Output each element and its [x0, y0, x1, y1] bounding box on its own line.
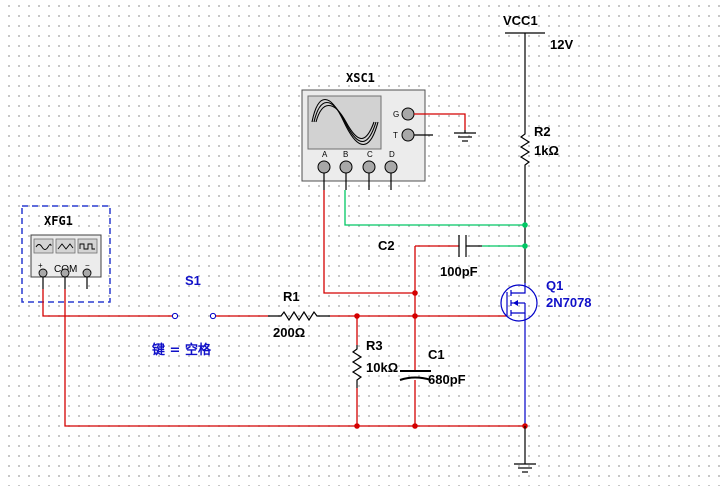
- sine-wave-button[interactable]: [33, 238, 54, 254]
- channel-b-terminal[interactable]: [339, 160, 353, 174]
- xfg-output-wire[interactable]: [42, 289, 172, 317]
- oscilloscope-xsc1[interactable]: XSC1 G T A B C D: [301, 71, 433, 190]
- switch-s1[interactable]: S1 键 = 空格: [151, 273, 217, 358]
- green-wire-scope-b[interactable]: [344, 190, 525, 226]
- junction-dot: [522, 222, 528, 228]
- function-generator-xfg1[interactable]: XFG1 + COM −: [21, 205, 111, 303]
- channel-a-label: A: [322, 150, 328, 159]
- r2-body: [519, 118, 531, 205]
- junction-dot: [412, 423, 418, 429]
- channel-d-label: D: [389, 150, 395, 159]
- q1-arrow-icon: [513, 300, 518, 306]
- xfg-ref: XFG1: [44, 214, 73, 228]
- resistor-r1[interactable]: R1 200Ω: [268, 289, 330, 340]
- channel-c-label: C: [367, 150, 373, 159]
- mosfet-q1[interactable]: Q1 2N7078: [500, 278, 592, 322]
- ground-symbol-icon: [514, 463, 536, 473]
- scope-ground-wire[interactable]: [414, 113, 466, 130]
- channel-c-terminal[interactable]: [362, 160, 376, 174]
- s1-key-hint: 键 = 空格: [151, 342, 212, 358]
- vcc-supply[interactable]: VCC1 12V: [503, 13, 573, 118]
- square-wave-button[interactable]: [77, 238, 98, 254]
- triangle-wave-icon: [57, 243, 74, 250]
- terminal-g-label: G: [393, 110, 399, 119]
- ground-return-wire[interactable]: [64, 289, 525, 427]
- s1-contact: [209, 312, 217, 320]
- xfg-com-terminal[interactable]: [60, 268, 70, 278]
- vcc-ref: VCC1: [503, 13, 538, 28]
- r3-ref: R3: [366, 338, 383, 353]
- capacitor-c1[interactable]: C1 680pF: [399, 347, 466, 387]
- c1-plate-curved: [399, 376, 432, 381]
- channel-b-label: B: [343, 150, 348, 159]
- terminal-t[interactable]: [401, 128, 415, 142]
- r2-ref: R2: [534, 124, 551, 139]
- q1-ref: Q1: [546, 278, 563, 293]
- terminal-t-label: T: [393, 131, 398, 140]
- channel-a-terminal[interactable]: [317, 160, 331, 174]
- sine-wave-icon: [35, 243, 52, 250]
- xsc-ref: XSC1: [346, 71, 375, 85]
- ground-symbol-icon: [454, 130, 476, 142]
- r3-body: [351, 345, 363, 388]
- xfg-plus-terminal[interactable]: [38, 268, 48, 278]
- c2-ref: C2: [378, 238, 395, 253]
- r1-ref: R1: [283, 289, 300, 304]
- c2-value: 100pF: [440, 264, 478, 279]
- vcc-value: 12V: [550, 37, 573, 52]
- r2-value: 1kΩ: [534, 143, 559, 158]
- q1-part: 2N7078: [546, 295, 592, 310]
- xfg-selection-frame: [21, 205, 111, 303]
- xfg-minus-terminal[interactable]: [82, 268, 92, 278]
- capacitor-c2[interactable]: C2 100pF: [378, 235, 482, 279]
- junction-dot: [412, 290, 418, 296]
- square-wave-icon: [79, 243, 95, 250]
- junction-dot: [522, 243, 528, 249]
- terminal-g[interactable]: [401, 107, 415, 121]
- r1-value: 200Ω: [273, 325, 305, 340]
- r3-value: 10kΩ: [366, 360, 398, 375]
- triangle-wave-button[interactable]: [55, 238, 76, 254]
- s1-ref: S1: [185, 273, 201, 288]
- resistor-r2[interactable]: R2 1kΩ: [519, 118, 559, 205]
- xfg-minus-label: −: [85, 261, 90, 270]
- junction-dot: [354, 423, 360, 429]
- oscilloscope-waveform-icon: [311, 99, 379, 145]
- c1-ref: C1: [428, 347, 445, 362]
- scope-a-wire[interactable]: [323, 190, 415, 294]
- q1-envelope: [500, 284, 538, 322]
- c1-value: 680pF: [428, 372, 466, 387]
- xfg-plus-label: +: [38, 261, 43, 270]
- s1-contact: [171, 312, 179, 320]
- resistor-r3[interactable]: R3 10kΩ: [351, 316, 398, 426]
- channel-d-terminal[interactable]: [384, 160, 398, 174]
- r1-body: [268, 310, 330, 322]
